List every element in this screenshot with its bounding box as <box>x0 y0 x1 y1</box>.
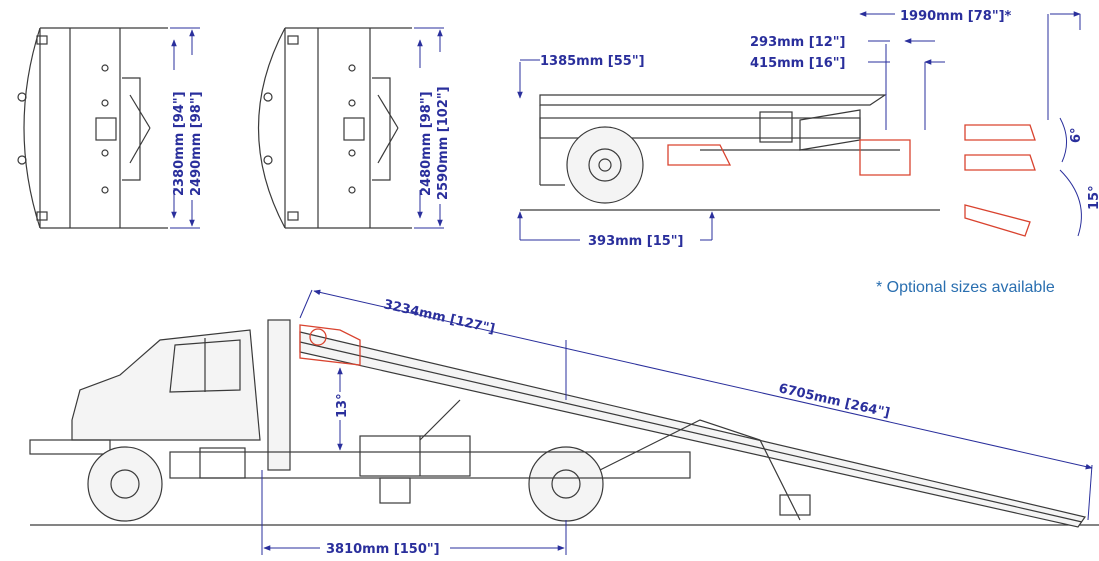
angle-large-label: 15° <box>1087 185 1099 210</box>
wheelbase-label: 3810mm [150"] <box>326 542 440 557</box>
angle-small-label: 6° <box>1069 127 1084 143</box>
top-view-left <box>17 27 200 229</box>
width-inner-left-label: 2380mm [94"] <box>172 91 187 196</box>
deck-height-label: 1385mm [55"] <box>540 54 645 69</box>
ground-clearance-label: 393mm [15"] <box>588 234 684 249</box>
upper-length-label: 3234mm [127"] <box>382 297 496 337</box>
lift-a-label: 293mm [12"] <box>750 35 846 50</box>
side-view <box>517 11 1082 241</box>
optional-sizes-note: * Optional sizes available <box>876 279 1055 296</box>
tilt-view <box>29 289 1099 555</box>
width-inner-right-label: 2480mm [98"] <box>419 91 434 196</box>
reach-label: 1990mm [78"]* <box>900 9 1012 24</box>
width-outer-left-label: 2490mm [98"] <box>189 91 204 196</box>
lift-b-label: 415mm [16"] <box>750 56 846 71</box>
top-view-right <box>258 27 444 229</box>
tilt-angle-label: 13° <box>335 393 350 418</box>
width-outer-right-label: 2590mm [102"] <box>436 86 451 200</box>
deck-length-label: 6705mm [264"] <box>777 381 891 421</box>
